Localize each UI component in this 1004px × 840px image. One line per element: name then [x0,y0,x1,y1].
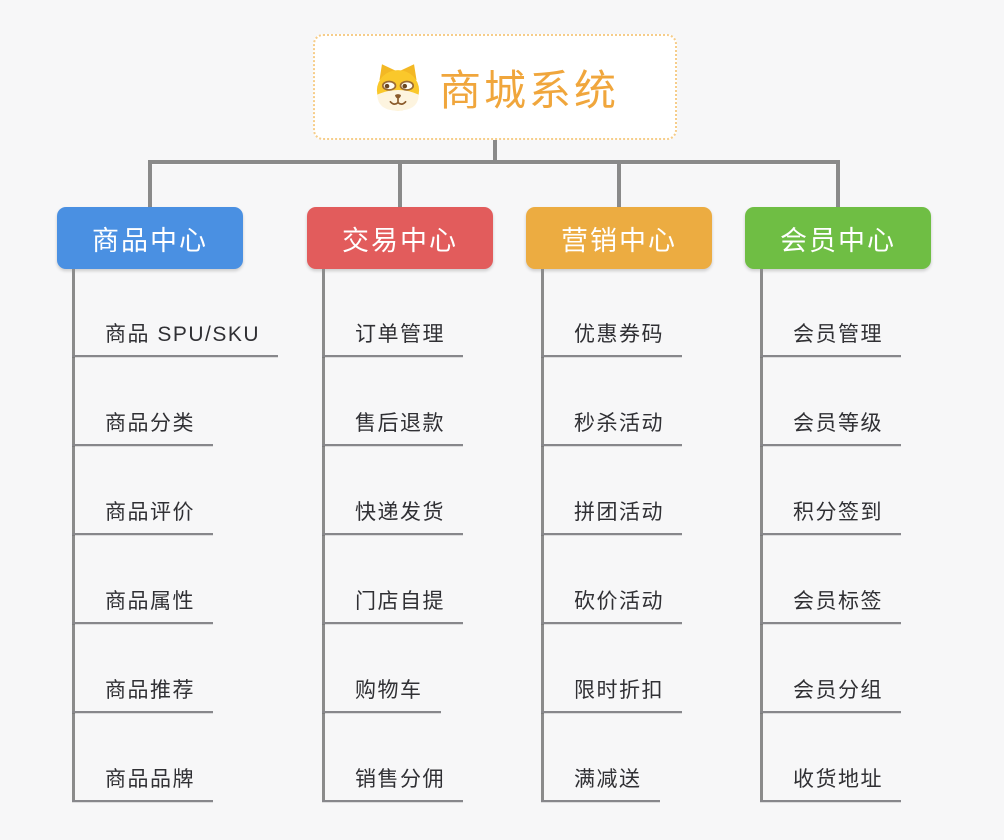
leaf-item[interactable]: 会员标签 [760,584,901,624]
leaf-item[interactable]: 订单管理 [322,317,463,357]
leaf-item[interactable]: 砍价活动 [541,584,682,624]
leaf-item[interactable]: 会员等级 [760,406,901,446]
leaf-item[interactable]: 商品推荐 [72,673,213,713]
connector-branch-drop [836,160,840,207]
leaf-item[interactable]: 商品评价 [72,495,213,535]
leaf-item[interactable]: 会员管理 [760,317,901,357]
leaf-item[interactable]: 优惠券码 [541,317,682,357]
connector-branch-trunk [541,269,544,802]
root-node[interactable]: 商城系统 [313,34,677,140]
leaf-item[interactable]: 商品 SPU/SKU [72,317,279,357]
leaf-item[interactable]: 售后退款 [322,406,463,446]
branch-label: 商品中心 [92,225,208,256]
leaf-item[interactable]: 积分签到 [760,495,901,535]
dog-face-icon [376,64,420,111]
leaf-item[interactable]: 会员分组 [760,673,901,713]
connector-root-stub [493,140,497,164]
leaf-item[interactable]: 拼团活动 [541,495,682,535]
leaf-item[interactable]: 商品分类 [72,406,213,446]
branch-label: 营销中心 [561,225,677,256]
branch-node-3[interactable]: 会员中心 [745,207,931,269]
leaf-item[interactable]: 满减送 [541,762,660,802]
leaf-item[interactable]: 限时折扣 [541,673,682,713]
connector-branch-drop [148,160,152,207]
connector-branch-drop [617,160,621,207]
root-title: 商城系统 [438,66,619,114]
leaf-item[interactable]: 商品属性 [72,584,213,624]
leaf-item[interactable]: 快递发货 [322,495,463,535]
leaf-item[interactable]: 收货地址 [760,762,901,802]
branch-node-1[interactable]: 交易中心 [307,207,493,269]
leaf-item[interactable]: 购物车 [322,673,441,713]
branch-node-0[interactable]: 商品中心 [57,207,243,269]
connector-branch-trunk [322,269,325,802]
branch-label: 交易中心 [342,225,458,256]
leaf-item[interactable]: 秒杀活动 [541,406,682,446]
connector-branch-trunk [72,269,75,802]
leaf-item[interactable]: 销售分佣 [322,762,463,802]
leaf-item[interactable]: 门店自提 [322,584,463,624]
connector-branch-drop [398,160,402,207]
leaf-item[interactable]: 商品品牌 [72,762,213,802]
branch-label: 会员中心 [780,225,896,256]
connector-branch-trunk [760,269,763,802]
connector-horizontal-rail [148,160,840,164]
branch-node-2[interactable]: 营销中心 [526,207,712,269]
